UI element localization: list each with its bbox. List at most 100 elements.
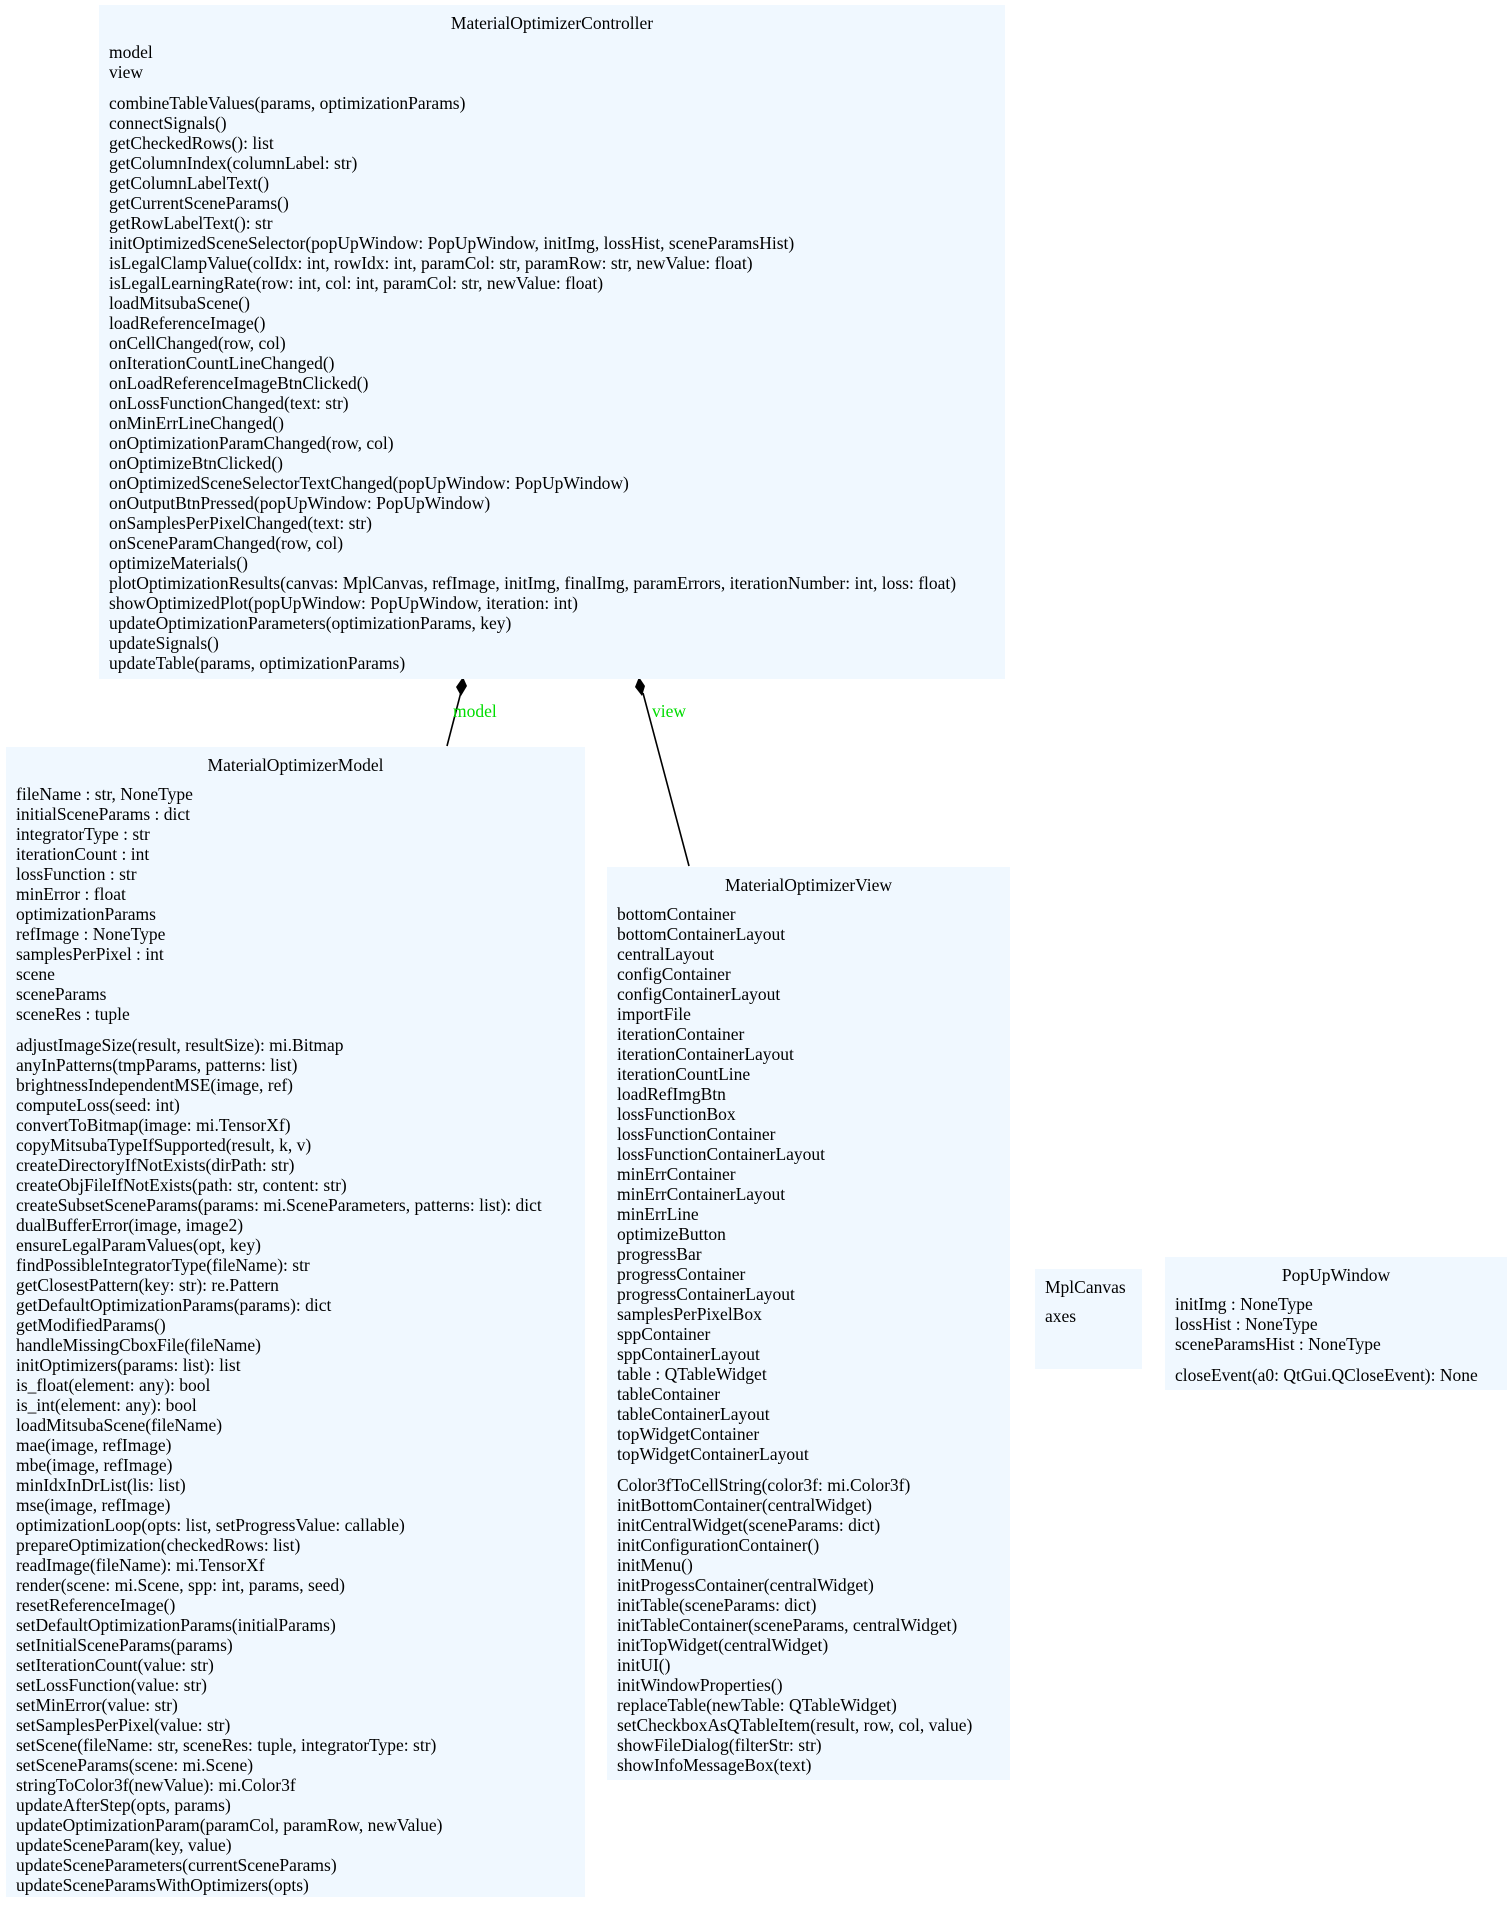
method-item: onLoadReferenceImageBtnClicked() [109,373,369,393]
attribute-item: axes [1045,1306,1077,1326]
attribute-item: samplesPerPixel : int [16,944,164,964]
method-item: dualBufferError(image, image2) [16,1215,244,1235]
attribute-item: sceneParamsHist : NoneType [1175,1334,1381,1354]
method-item: setSceneParams(scene: mi.Scene) [16,1755,254,1775]
method-item: showInfoMessageBox(text) [617,1755,812,1775]
attribute-item: initialSceneParams : dict [16,804,190,824]
method-item: is_float(element: any): bool [16,1375,211,1395]
method-item: optimizeMaterials() [109,553,248,573]
method-item: initTable(sceneParams: dict) [617,1595,817,1615]
attribute-item: sceneParams [16,984,107,1004]
method-item: combineTableValues(params, optimizationP… [109,93,466,113]
attribute-item: refImage : NoneType [16,924,166,944]
attribute-item: sppContainer [617,1324,711,1344]
method-item: onOptimizedSceneSelectorTextChanged(popU… [109,473,629,493]
attribute-item: topWidgetContainerLayout [617,1444,809,1464]
method-item: initBottomContainer(centralWidget) [617,1495,872,1515]
method-item: showOptimizedPlot(popUpWindow: PopUpWind… [109,593,578,613]
attribute-item: lossHist : NoneType [1175,1314,1318,1334]
method-item: handleMissingCboxFile(fileName) [16,1335,261,1355]
method-item: updateOptimizationParameters(optimizatio… [109,613,512,633]
edge-label-model: model [453,701,497,721]
method-item: isLegalClampValue(colIdx: int, rowIdx: i… [109,253,753,273]
attribute-item: iterationCountLine [617,1064,751,1084]
method-item: updateAfterStep(opts, params) [16,1795,231,1815]
method-item: setIterationCount(value: str) [16,1655,214,1675]
attribute-item: lossFunctionBox [617,1104,736,1124]
method-item: updateSignals() [109,633,219,653]
method-item: convertToBitmap(image: mi.TensorXf) [16,1115,291,1135]
method-item: getModifiedParams() [16,1315,166,1335]
method-item: initOptimizedSceneSelector(popUpWindow: … [109,233,795,253]
method-item: createDirectoryIfNotExists(dirPath: str) [16,1155,295,1175]
class-box-model: MaterialOptimizerModel fileName : str, N… [6,747,585,1897]
method-item: onLossFunctionChanged(text: str) [109,393,349,413]
attribute-item: importFile [617,1004,691,1024]
method-item: Color3fToCellString(color3f: mi.Color3f) [617,1475,911,1495]
edge-controller-view [635,677,690,867]
composition-diamond-model [456,677,467,696]
method-item: onCellChanged(row, col) [109,333,286,353]
method-item: stringToColor3f(newValue): mi.Color3f [16,1775,296,1795]
method-item: initWindowProperties() [617,1675,783,1695]
attribute-item: configContainer [617,964,731,984]
attribute-item: iterationCount : int [16,844,150,864]
attribute-item: integratorType : str [16,824,150,844]
method-item: copyMitsubaTypeIfSupported(result, k, v) [16,1135,312,1155]
method-item: loadReferenceImage() [109,313,266,333]
method-item: initMenu() [617,1555,693,1575]
attribute-item: optimizeButton [617,1224,726,1244]
attribute-item: lossFunctionContainerLayout [617,1144,826,1164]
class-box-mplcanvas: MplCanvas axes [1035,1269,1142,1369]
method-item: connectSignals() [109,113,227,133]
method-item: minIdxInDrList(lis: list) [16,1475,186,1495]
method-item: showFileDialog(filterStr: str) [617,1735,822,1755]
attribute-item: tableContainerLayout [617,1404,770,1424]
method-item: onOptimizeBtnClicked() [109,453,283,473]
method-item: render(scene: mi.Scene, spp: int, params… [16,1575,345,1595]
method-item: updateTable(params, optimizationParams) [109,653,406,673]
class-title: MaterialOptimizerController [450,13,654,33]
attribute-item: minError : float [16,884,126,904]
method-item: setCheckboxAsQTableItem(result, row, col… [617,1715,973,1735]
edge-label-view: view [652,701,687,721]
method-item: prepareOptimization(checkedRows: list) [16,1535,301,1555]
method-list: Color3fToCellString(color3f: mi.Color3f)… [617,1475,1000,1775]
method-item: setScene(fileName: str, sceneRes: tuple,… [16,1735,437,1755]
method-item: onOutputBtnPressed(popUpWindow: PopUpWin… [109,493,491,513]
method-item: readImage(fileName): mi.TensorXf [16,1555,265,1575]
method-item: onIterationCountLineChanged() [109,353,335,373]
method-item: createObjFileIfNotExists(path: str, cont… [16,1175,347,1195]
attribute-item: iterationContainerLayout [617,1044,794,1064]
method-item: plotOptimizationResults(canvas: MplCanva… [109,573,957,593]
method-item: resetReferenceImage() [16,1595,176,1615]
method-item: adjustImageSize(result, resultSize): mi.… [16,1035,344,1055]
method-item: updateSceneParam(key, value) [16,1835,232,1855]
method-item: loadMitsubaScene() [109,293,250,313]
method-item: initTopWidget(centralWidget) [617,1635,829,1655]
method-item: ensureLegalParamValues(opt, key) [16,1235,261,1255]
attribute-item: centralLayout [617,944,715,964]
method-item: closeEvent(a0: QtGui.QCloseEvent): None [1175,1365,1478,1385]
method-item: mbe(image, refImage) [16,1455,173,1475]
attribute-item: view [109,62,144,82]
attribute-item: bottomContainerLayout [617,924,786,944]
method-item: updateSceneParamsWithOptimizers(opts) [16,1875,309,1895]
method-item: isLegalLearningRate(row: int, col: int, … [109,273,604,293]
attribute-item: model [109,42,153,62]
attribute-item: bottomContainer [617,904,736,924]
method-item: optimizationLoop(opts: list, setProgress… [16,1515,405,1535]
attribute-item: progressBar [617,1244,702,1264]
attribute-item: lossFunction : str [16,864,137,884]
method-item: initProgessContainer(centralWidget) [617,1575,874,1595]
attribute-item: optimizationParams [16,904,156,924]
composition-line-view [642,692,690,867]
attribute-item: scene [16,964,55,984]
method-item: getColumnLabelText() [109,173,270,193]
method-item: getCheckedRows(): list [109,133,274,153]
